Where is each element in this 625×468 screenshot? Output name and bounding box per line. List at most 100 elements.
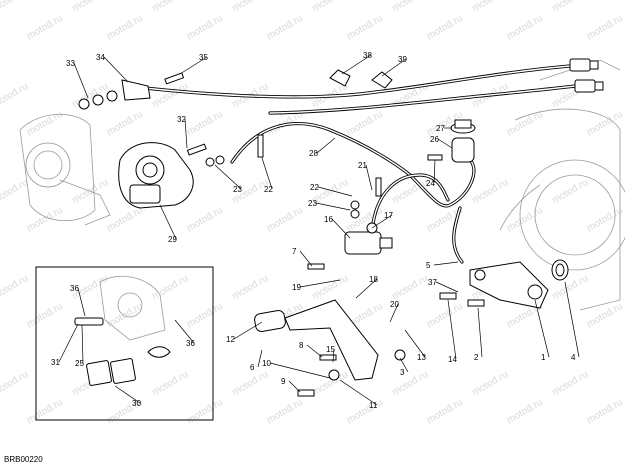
watermark-text: motod.ru [345, 13, 385, 42]
watermark-text: motod.ru [0, 0, 30, 14]
leader-line-30 [114, 385, 141, 404]
callout-31: 31 [51, 358, 60, 367]
callout-5: 5 [426, 261, 431, 270]
watermark-text: motod.ru [265, 205, 305, 234]
watermark-text: motod.ru [470, 369, 510, 398]
leader-line-12 [233, 321, 263, 340]
watermark-text: motod.ru [105, 13, 145, 42]
watermark-text: motod.ru [0, 177, 30, 206]
callout-19: 19 [292, 283, 301, 292]
watermark-text: motod.ru [25, 301, 65, 330]
leader-line-3 [399, 357, 409, 373]
leader-line-14 [447, 299, 457, 360]
master-cylinder [344, 222, 393, 255]
leader-line-13 [404, 329, 426, 358]
leader-line-17 [371, 214, 393, 229]
watermark-text: motod.ru [425, 301, 465, 330]
callout-37: 37 [428, 278, 437, 287]
leader-line-36 [77, 287, 86, 317]
leader-line-4 [564, 281, 580, 358]
leader-line-33 [73, 62, 89, 99]
watermark-text: motod.ru [585, 205, 625, 234]
watermark-text: motod.ru [585, 13, 625, 42]
callout-33: 33 [66, 59, 75, 68]
return-spring [551, 259, 569, 281]
leader-line-20 [389, 303, 399, 323]
brake-pedal [254, 299, 379, 381]
watermark-text: motod.ru [70, 0, 110, 14]
fluid-reservoir [450, 119, 476, 163]
watermark-text: motod.ru [150, 369, 190, 398]
frame-outline [19, 59, 625, 311]
watermark-text: motod.ru [425, 397, 465, 426]
callout-11: 11 [369, 401, 378, 410]
watermark-text: motod.ru [550, 0, 590, 14]
watermark-text: motod.ru [25, 205, 65, 234]
watermark-text: motod.ru [505, 397, 545, 426]
callout-6: 6 [250, 363, 255, 372]
leader-line-21 [365, 164, 373, 191]
callout-10: 10 [262, 359, 271, 368]
fasteners [164, 72, 485, 397]
callout-25: 25 [75, 359, 84, 368]
watermark-text: motod.ru [25, 397, 65, 426]
callout-16: 16 [324, 215, 333, 224]
leader-line-16 [331, 218, 351, 239]
watermark-text: motod.ru [550, 369, 590, 398]
leader-line-11 [339, 379, 378, 406]
callout-38: 38 [363, 51, 372, 60]
watermark-text: motod.ru [345, 109, 385, 138]
watermark-text: motod.ru [185, 13, 225, 42]
watermark-text: motod.ru [310, 0, 350, 14]
watermark-text: motod.ru [230, 273, 270, 302]
watermark-text: motod.ru [150, 81, 190, 110]
watermark-text: motod.ru [230, 0, 270, 14]
leader-line-8 [306, 344, 323, 358]
callout-4: 4 [571, 353, 576, 362]
callout-23: 23 [308, 199, 317, 208]
sensor-cable [143, 58, 604, 115]
watermark-text: motod.ru [25, 13, 65, 42]
leader-line-23-b [214, 164, 242, 190]
watermark-text: motod.ru [185, 205, 225, 234]
watermark-text: motod.ru [105, 109, 145, 138]
watermark-text: motod.ru [585, 109, 625, 138]
leader-line-18 [355, 278, 378, 299]
leader-line-34 [103, 56, 129, 83]
watermark-text: motod.ru [390, 0, 430, 14]
leader-line-9 [288, 380, 301, 393]
callout-34: 34 [96, 53, 105, 62]
watermark-text: motod.ru [390, 369, 430, 398]
callout-15: 15 [326, 345, 335, 354]
watermark-text: motod.ru [150, 0, 190, 14]
leader-line-22 [317, 186, 353, 197]
watermark-text: motod.ru [185, 397, 225, 426]
watermark-text: motod.ru [345, 397, 385, 426]
connector-lower [574, 79, 596, 93]
callout-2: 2 [474, 353, 479, 362]
brake-caliper [118, 142, 194, 209]
leader-line-35 [179, 56, 208, 75]
watermark-text: motod.ru [585, 301, 625, 330]
leader-line-5 [433, 261, 459, 266]
watermark-text: motod.ru [505, 205, 545, 234]
watermark-text: motod.ru [390, 273, 430, 302]
callout-13: 13 [417, 353, 426, 362]
callout-36-b: 36 [186, 339, 195, 348]
leader-line-37 [435, 281, 459, 293]
leader-line-10 [269, 362, 331, 379]
leader-line-32 [184, 118, 188, 149]
leader-line-28 [316, 137, 336, 154]
leader-line-25 [81, 324, 84, 364]
callout-17: 17 [384, 211, 393, 220]
leader-line-15 [332, 348, 335, 363]
leader-line-29 [159, 204, 177, 240]
watermark-text: motod.ru [0, 369, 30, 398]
callout-22: 22 [310, 183, 319, 192]
callout-22-b: 22 [264, 185, 273, 194]
leader-line-23 [315, 202, 351, 211]
leader-line-39 [381, 58, 407, 77]
leader-line-7 [299, 250, 313, 267]
